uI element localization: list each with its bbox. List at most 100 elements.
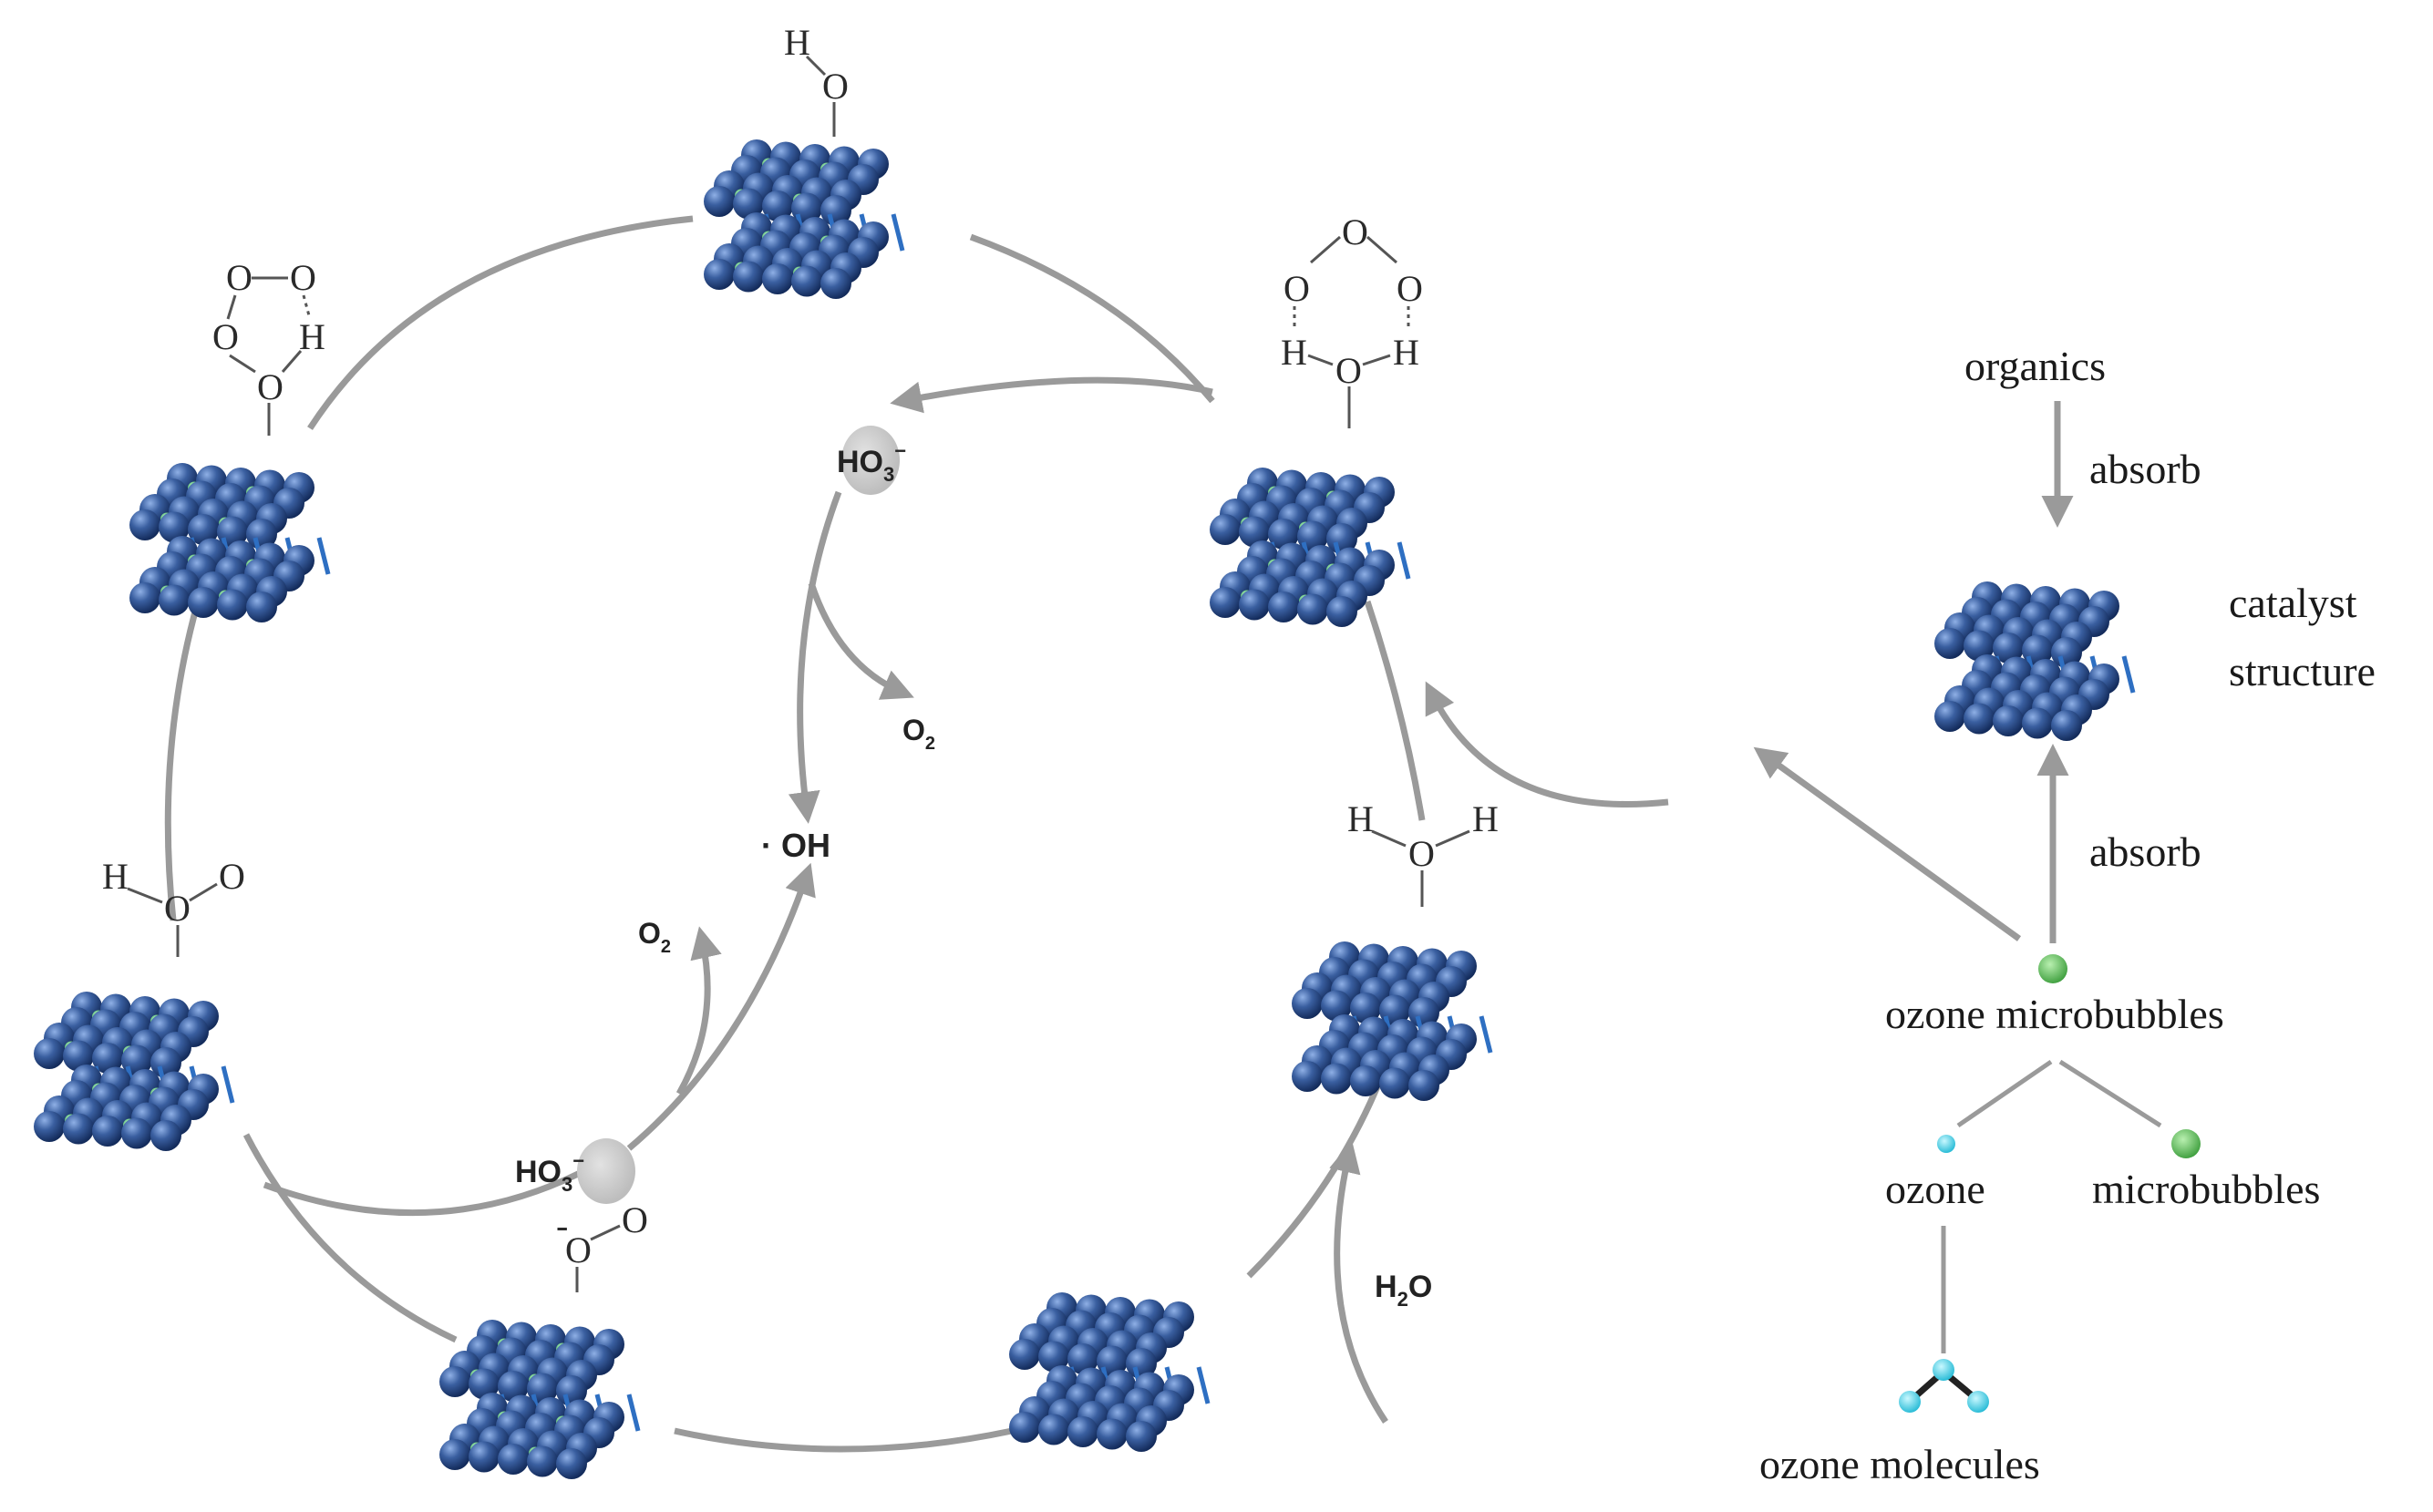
- svg-text:H: H: [102, 856, 129, 897]
- interlayer-bond: [221, 1065, 235, 1104]
- svg-text:O: O: [164, 888, 191, 929]
- catalyst-bottom: [1009, 1292, 1211, 1452]
- interlayer-bond: [626, 1394, 641, 1432]
- catalyst-sphere: [2022, 707, 2053, 739]
- svg-text:H: H: [1393, 332, 1419, 373]
- catalyst-sphere: [159, 511, 190, 543]
- adsorbate-upper-right: O O O H O H: [1281, 211, 1423, 428]
- svg-text:O: O: [1284, 268, 1310, 309]
- adsorbate-upper-left: O O O H O: [212, 257, 325, 436]
- catalyst-structure-line2: structure: [2229, 648, 2376, 694]
- catalyst-sphere: [1326, 523, 1357, 554]
- ozone-molecules-label: ozone molecules: [1759, 1441, 2040, 1487]
- catalyst-sphere: [1239, 589, 1270, 621]
- catalyst-sphere: [1268, 519, 1299, 550]
- cycle-arc-left: [164, 591, 204, 921]
- catalyst-sphere: [34, 1038, 65, 1069]
- legend-panel: organics absorb catalyst structure absor…: [1753, 343, 2376, 1487]
- catalyst-sphere: [2051, 710, 2082, 741]
- arrow-to-catalyst-from-bubbles: [1753, 746, 2022, 941]
- catalyst-sphere: [1009, 1339, 1040, 1370]
- catalyst-sphere: [1321, 990, 1352, 1022]
- svg-text:H: H: [299, 316, 325, 357]
- catalyst-sphere: [556, 1448, 587, 1479]
- catalyst-sphere: [217, 589, 248, 621]
- adsorbate-left: H O O: [102, 856, 245, 957]
- arrow-upper-ho3-to-oh: [788, 490, 842, 824]
- catalyst-sphere: [246, 519, 277, 550]
- catalyst-sphere: [498, 1444, 529, 1475]
- svg-text:O: O: [822, 66, 849, 107]
- catalyst-sphere: [704, 259, 735, 290]
- catalyst-structure-legend: [1934, 581, 2136, 741]
- arrow-left-to-lower-ho3: [263, 1163, 594, 1217]
- catalyst-sphere: [188, 514, 219, 545]
- catalyst-sphere: [1326, 596, 1357, 627]
- interlayer-bond: [2121, 655, 2136, 694]
- arrow-to-upper-ho3: [890, 376, 1213, 414]
- catalyst-sphere: [704, 186, 735, 217]
- catalyst-sphere: [439, 1366, 470, 1397]
- catalyst-sphere: [121, 1117, 152, 1149]
- arrow-lower-ho3-to-oh: [626, 862, 816, 1151]
- cycle-arc-right: [1364, 600, 1426, 821]
- interlayer-bond: [1397, 541, 1411, 580]
- svg-text:O: O: [565, 1229, 592, 1270]
- interlayer-bond: [1479, 1015, 1493, 1054]
- ozone-molecule-icon: [1899, 1359, 1989, 1413]
- catalyst-sphere: [1964, 630, 1995, 662]
- cycle-arc-bottom-left: [242, 1133, 458, 1343]
- catalyst-sphere: [1993, 633, 2024, 663]
- interlayer-bond: [891, 213, 905, 252]
- catalyst-sphere: [1126, 1421, 1157, 1452]
- catalyst-sphere: [1321, 1063, 1352, 1095]
- catalyst-upper-left: [129, 463, 331, 622]
- svg-text:H: H: [1281, 332, 1307, 373]
- svg-text:H: H: [784, 22, 810, 63]
- catalyst-sphere: [150, 1120, 181, 1151]
- cycle-arc-bottom: [674, 1427, 1013, 1453]
- catalyst-sphere: [1993, 705, 2024, 736]
- catalyst-sphere: [1350, 1065, 1381, 1096]
- svg-text:O: O: [1342, 211, 1368, 252]
- organics-label: organics: [1964, 343, 2106, 389]
- interlayer-bond: [316, 537, 331, 575]
- catalyst-sphere: [1239, 516, 1270, 548]
- interlayer-bond: [1196, 1366, 1211, 1404]
- catalyst-sphere: [1297, 593, 1328, 625]
- hydroxyl-radical-label: · OH: [761, 827, 830, 864]
- microbubble-dot: [2171, 1129, 2201, 1158]
- catalyst-sphere: [498, 1371, 529, 1402]
- catalyst-sphere: [1210, 514, 1241, 545]
- catalyst-sphere: [1067, 1416, 1098, 1447]
- cycle-arc-top-right: [969, 233, 1215, 404]
- svg-text:O: O: [219, 856, 245, 897]
- svg-text:-: -: [556, 1205, 568, 1246]
- svg-text:O: O: [226, 257, 253, 298]
- catalyst-sphere: [1934, 628, 1965, 659]
- catalyst-sphere: [1408, 997, 1439, 1028]
- catalyst-sphere: [820, 268, 851, 299]
- catalyst-sphere: [1292, 1061, 1323, 1092]
- catalyst-sphere: [92, 1116, 123, 1147]
- catalyst-sphere: [762, 190, 793, 221]
- catalyst-sphere: [791, 265, 822, 297]
- upper-o2-label: O2: [902, 714, 935, 754]
- catalyst-right: [1292, 941, 1493, 1101]
- catalyst-sphere: [1379, 1067, 1410, 1099]
- catalyst-sphere: [188, 587, 219, 618]
- ozone-microbubbles-label: ozone microbubbles: [1885, 991, 2224, 1037]
- catalyst-sphere: [1934, 701, 1965, 732]
- branch-line-right: [2058, 1059, 2162, 1128]
- catalyst-left: [34, 992, 235, 1151]
- microbubbles-label: microbubbles: [2092, 1166, 2320, 1212]
- catalyst-sphere: [1292, 988, 1323, 1019]
- catalyst-sphere: [1408, 1070, 1439, 1101]
- lower-ho3-label: HO3−: [515, 1149, 584, 1196]
- catalyst-sphere: [1350, 993, 1381, 1023]
- svg-text:O: O: [1335, 350, 1362, 391]
- svg-text:O: O: [212, 316, 239, 357]
- catalyst-sphere: [1964, 703, 1995, 735]
- arrow-lower-ho3-to-o2: [675, 926, 722, 1095]
- catalyst-sphere: [1097, 1418, 1128, 1450]
